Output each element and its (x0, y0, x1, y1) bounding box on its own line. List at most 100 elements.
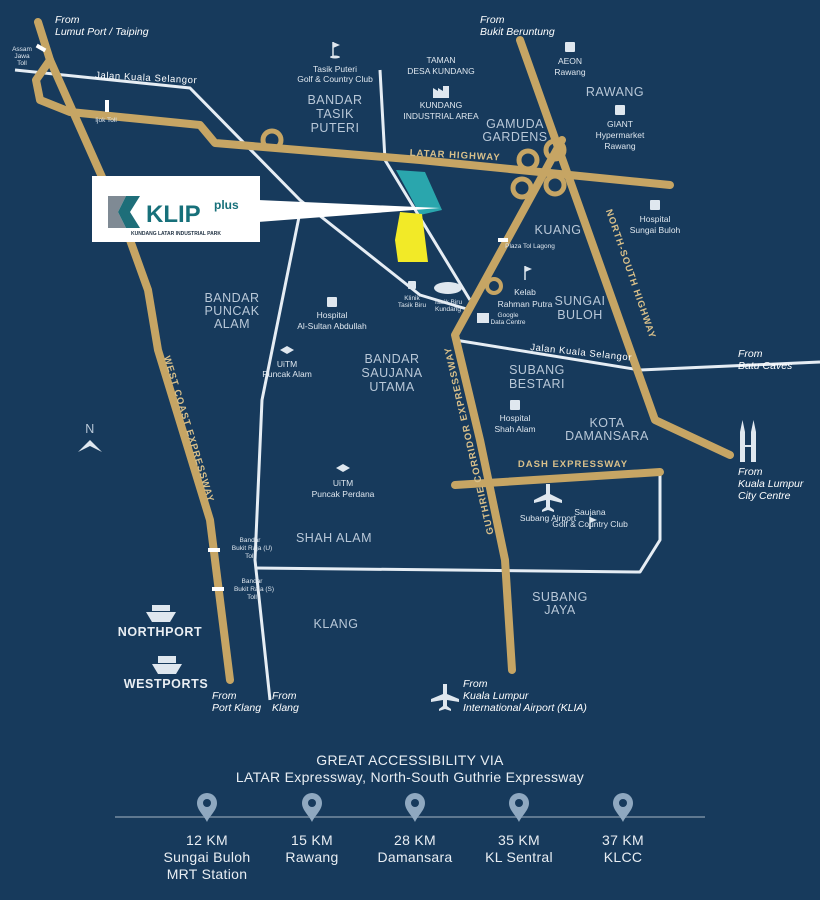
origin-lumut-name: Lumut Port / Taiping (55, 26, 149, 38)
map-label: Tasik Puteri (313, 64, 357, 74)
map-label: Toll (247, 594, 257, 601)
map-label: Bandar (240, 537, 262, 544)
map-label: DAMANSARA (565, 429, 649, 443)
map-label: Saujana (574, 507, 605, 517)
map-label: UiTM (333, 478, 353, 488)
map-label: Hospital (500, 413, 531, 423)
destination-distance: 12 KM (186, 832, 228, 848)
map-label: KUANG (535, 223, 582, 237)
golf-flag-icon (589, 517, 597, 529)
compass-north-label: N (85, 422, 95, 436)
hospital-icon (327, 297, 337, 307)
map-label: SUBANG (509, 363, 565, 377)
origin-klang-name: Klang (272, 702, 299, 714)
map-label: BANDAR (364, 352, 419, 366)
origin-lumut: From (55, 14, 80, 26)
map-label: Data Centre (490, 319, 525, 326)
map-label: Rawang (604, 141, 635, 151)
origin-labels: From Lumut Port / Taiping From Bukit Ber… (55, 14, 804, 714)
destination-distance: 35 KM (498, 832, 540, 848)
map-label: BESTARI (509, 377, 565, 391)
map-label: SUBANG (532, 590, 588, 604)
origin-klia-name: Kuala Lumpur (463, 690, 529, 702)
map-label: KUNDANG (420, 100, 463, 110)
callout-pointer (258, 200, 440, 222)
map-label: Hypermarket (596, 130, 645, 140)
map-label: JAYA (544, 603, 576, 617)
toll-markers (35, 43, 508, 591)
map-label: TASIK (316, 107, 354, 121)
destination-name: KL Sentral (485, 849, 553, 865)
map-label: Bukit Raja (U) (232, 545, 272, 552)
destination-distance: 37 KM (602, 832, 644, 848)
golf-flag-icon (524, 266, 532, 280)
map-label: TAMAN (426, 55, 455, 65)
map-label: DESA KUNDANG (407, 66, 475, 76)
ship-icon (146, 605, 176, 622)
shopping-bag-icon (565, 42, 575, 52)
map-label: Golf & Country Club (297, 74, 373, 84)
logo-suffix: plus (214, 198, 239, 212)
map-label: Kelab (514, 287, 536, 297)
map-label: RAWANG (586, 85, 644, 99)
compass-north-icon (78, 440, 102, 452)
accessibility-footer: GREAT ACCESSIBILITY VIA LATAR Expressway… (115, 752, 705, 818)
origin-batu-caves-name: Batu Caves (738, 360, 793, 372)
ijok-toll-label: Ijok Toll (95, 117, 117, 124)
origin-bukit-beruntung: From (480, 14, 505, 26)
origin-klcc-name: Kuala Lumpur (738, 478, 804, 490)
map-label: KOTA (589, 416, 624, 430)
origin-klcc-name2: City Centre (738, 490, 791, 502)
map-label: BANDAR (307, 93, 362, 107)
map-label: PUTERI (311, 121, 360, 135)
map-label: ALAM (214, 317, 250, 331)
map-label: Jawa (14, 53, 30, 60)
map-label: SAUJANA (361, 366, 422, 380)
hospital-icon (510, 400, 520, 410)
ship-icon (152, 656, 182, 674)
map-label: UTAMA (369, 380, 414, 394)
hospital-icon (408, 281, 416, 289)
location-pin-icon (197, 793, 217, 822)
map-label: BULOH (557, 308, 603, 322)
map-label: Rawang (554, 67, 585, 77)
map-label: Toll (245, 553, 255, 560)
airplane-icon (534, 484, 562, 512)
hospital-icon (650, 200, 660, 210)
klip-plus-logo[interactable]: KLIP plus KUNDANG LATAR INDUSTRIAL PARK (92, 176, 260, 242)
map-label: Tasik Biru (434, 299, 463, 306)
graduation-cap-icon (280, 346, 294, 354)
map-label: KLANG (314, 617, 359, 631)
lagong-toll-label: Plaza Tol Lagong (505, 243, 555, 250)
map-label: GARDENS (482, 130, 547, 144)
site-parcel-yellow[interactable] (395, 212, 428, 262)
origin-klia: From (463, 678, 488, 690)
location-pin-icon (405, 793, 425, 822)
map-label: AEON (558, 56, 582, 66)
logo-mark-icon (108, 196, 126, 228)
shopping-bag-icon (615, 105, 625, 115)
origin-bukit-beruntung-name: Bukit Beruntung (480, 26, 555, 38)
factory-icon (433, 86, 449, 98)
map-label: Golf & Country Club (552, 519, 628, 529)
map-label: GAMUDA (486, 117, 544, 131)
origin-batu-caves: From (738, 348, 763, 360)
site-parcel-teal[interactable] (396, 170, 442, 215)
destination-distance: 28 KM (394, 832, 436, 848)
map-label: Hospital (317, 310, 348, 320)
map-label: GIANT (607, 119, 633, 129)
destination-name: Damansara (377, 849, 452, 865)
map-label: Bukit Raja (S) (234, 586, 274, 593)
graduation-cap-icon (336, 464, 350, 472)
toll-labels: Assam Jawa Toll Ijok Toll Plaza Tol Lago… (12, 46, 555, 601)
logo-tagline: KUNDANG LATAR INDUSTRIAL PARK (131, 231, 221, 237)
map-label: SHAH ALAM (296, 531, 372, 545)
map-label: Rahman Putra (498, 299, 553, 309)
map-label: Hospital (640, 214, 671, 224)
